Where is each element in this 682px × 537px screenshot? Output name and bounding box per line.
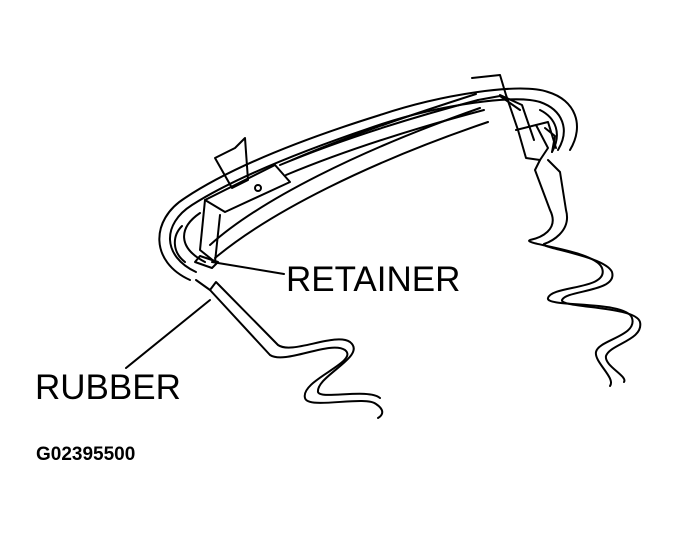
rubber-bellows-right [528,159,642,387]
rubber-leader-line [125,299,211,369]
figure-id: G02395500 [36,444,136,465]
retainer-ring [209,93,521,259]
retainer-tab [194,137,291,269]
retainer-end-tab [471,74,557,161]
rubber-label: RUBBER [35,368,181,407]
retainer-leader-line [211,261,285,275]
rubber-bellows-left [195,279,384,419]
retainer-label: RETAINER [286,260,461,299]
